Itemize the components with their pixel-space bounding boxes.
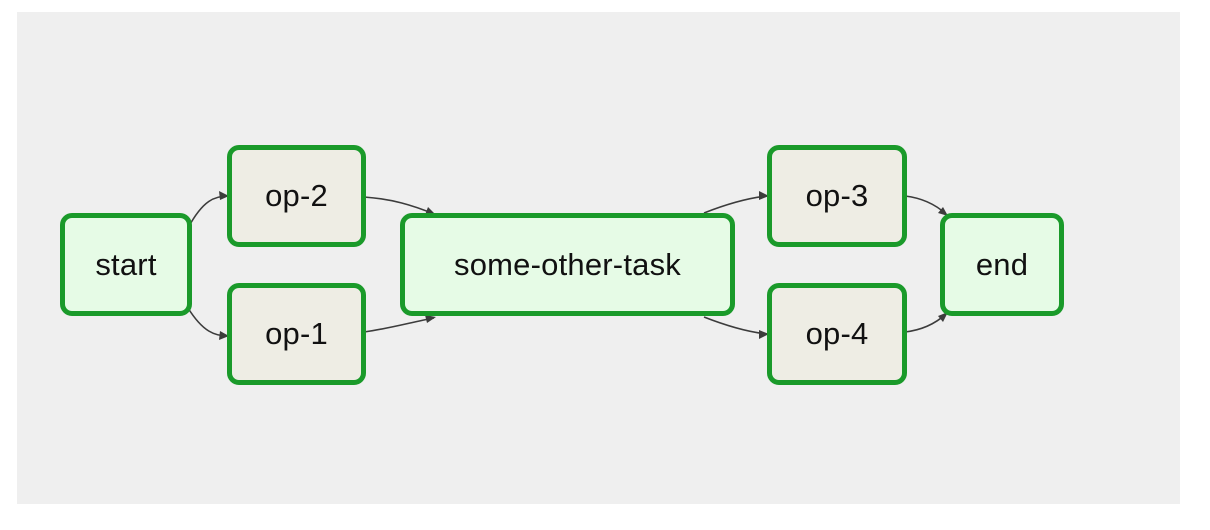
node-label: end [975, 246, 1029, 282]
node-op-3[interactable]: op-3 [767, 145, 907, 247]
node-op-1[interactable]: op-1 [227, 283, 366, 385]
node-label: op-1 [265, 316, 328, 351]
node-some-other-task[interactable]: some-other-task [400, 213, 735, 316]
node-label: start [95, 246, 157, 282]
node-label: op-2 [265, 178, 328, 213]
node-label: some-other-task [454, 246, 681, 282]
node-op-2[interactable]: op-2 [227, 145, 366, 247]
node-end[interactable]: end [940, 213, 1064, 316]
node-start[interactable]: start [60, 213, 192, 316]
node-label: op-4 [805, 316, 869, 351]
node-label: op-3 [805, 178, 869, 213]
node-op-4[interactable]: op-4 [767, 283, 907, 385]
